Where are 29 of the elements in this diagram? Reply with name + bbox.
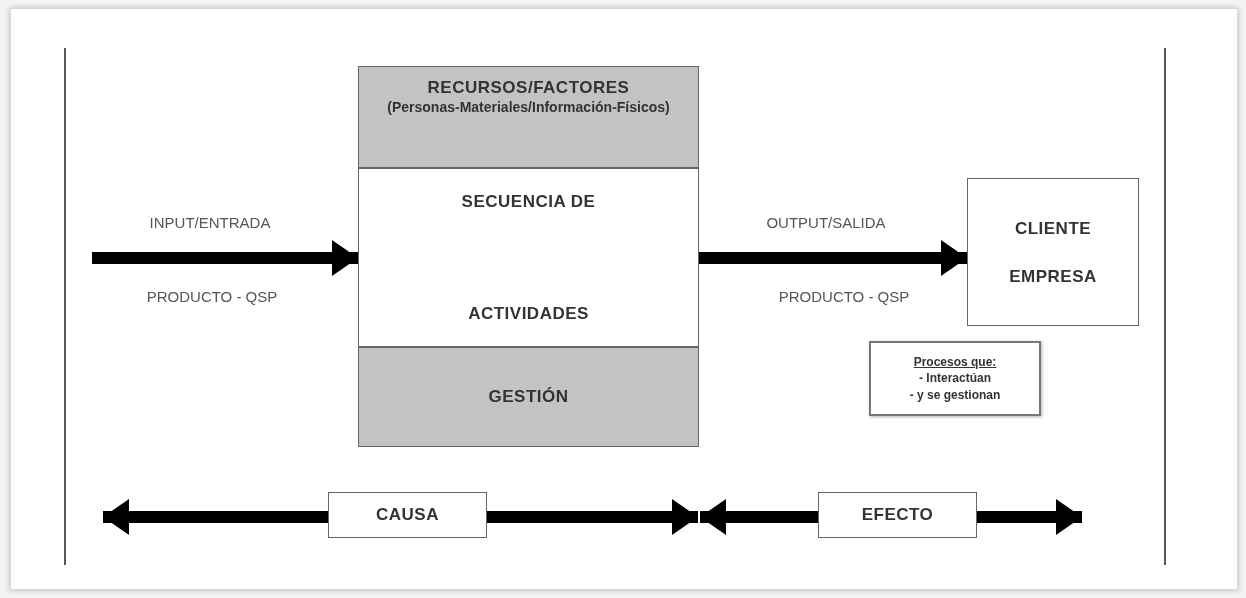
box-title: CLIENTE (1014, 218, 1092, 240)
process-box (967, 178, 1139, 326)
process-box (358, 168, 699, 347)
box-title: EFECTO (861, 504, 934, 526)
note-text: - y se gestionan (909, 386, 1001, 403)
box-title: RECURSOS/FACTORES (427, 77, 630, 99)
arrow (699, 240, 967, 276)
arrow (103, 499, 328, 535)
box-title: EMPRESA (1009, 266, 1097, 288)
flow-label: PRODUCTO - QSP (146, 288, 278, 305)
arrow (92, 240, 358, 276)
box-title: CAUSA (376, 504, 439, 526)
process-box (358, 66, 699, 168)
arrow (487, 499, 698, 535)
box-subtitle: (Personas-Materiales/Información-Físicos) (387, 98, 670, 118)
box-title: GESTIÓN (488, 386, 569, 408)
note-box (869, 341, 1041, 416)
box-title: SECUENCIA DE (461, 191, 596, 213)
flow-label: PRODUCTO - QSP (778, 288, 910, 305)
process-box (818, 492, 977, 538)
box-title: ACTIVIDADES (468, 302, 589, 324)
note-heading: Procesos que: (913, 354, 997, 371)
arrow (700, 499, 818, 535)
arrow (977, 499, 1082, 535)
edge-label: INPUT/ENTRADA (149, 214, 271, 231)
note-text: - Interactúan (919, 370, 991, 387)
edge-label: OUTPUT/SALIDA (766, 214, 886, 231)
process-box (358, 347, 699, 447)
process-box (328, 492, 487, 538)
